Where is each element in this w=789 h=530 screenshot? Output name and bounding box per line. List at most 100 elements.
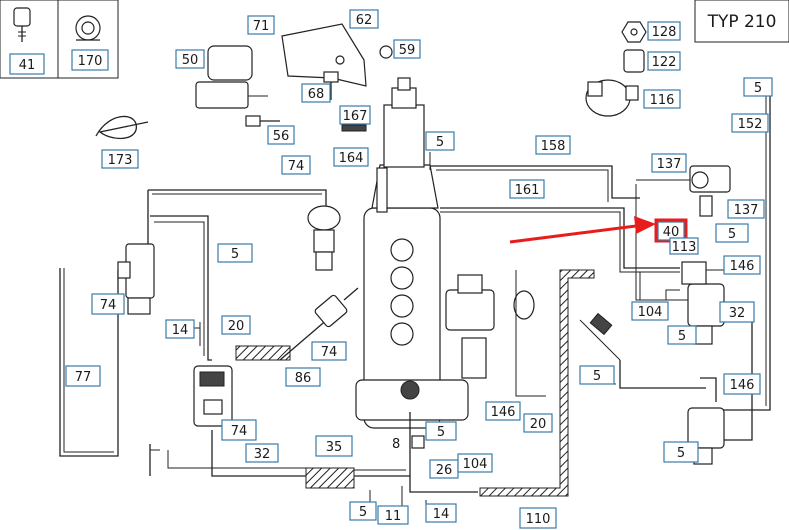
label-14-left: 14 bbox=[165, 319, 195, 339]
label-5-topright: 5 bbox=[743, 77, 773, 97]
label-146-top: 146 bbox=[723, 255, 761, 275]
svg-text:170: 170 bbox=[78, 54, 103, 69]
label-32-bottom: 32 bbox=[245, 443, 279, 463]
label-128: 128 bbox=[647, 21, 681, 41]
label-14-bottom: 14 bbox=[425, 503, 457, 523]
label-5-bottomleft: 5 bbox=[349, 501, 377, 521]
label-170: 170 bbox=[71, 49, 109, 71]
svg-text:86: 86 bbox=[295, 371, 312, 386]
label-5-lowerright: 5 bbox=[663, 441, 699, 463]
svg-text:152: 152 bbox=[738, 117, 763, 132]
svg-text:116: 116 bbox=[650, 93, 675, 108]
bolt-68 bbox=[323, 71, 339, 100]
label-77: 77 bbox=[65, 365, 101, 387]
type-label-box: TYP 210 bbox=[694, 0, 789, 43]
label-74-top: 74 bbox=[281, 155, 311, 175]
svg-text:14: 14 bbox=[433, 507, 450, 522]
svg-text:5: 5 bbox=[754, 81, 762, 96]
label-59: 59 bbox=[393, 39, 421, 59]
label-20-left: 20 bbox=[221, 315, 251, 335]
vacuum-valve-lower bbox=[193, 365, 233, 427]
nut-59 bbox=[379, 45, 393, 59]
clip-icon bbox=[13, 7, 31, 42]
label-5-valve: 5 bbox=[667, 325, 697, 345]
svg-text:5: 5 bbox=[436, 135, 444, 150]
svg-text:20: 20 bbox=[228, 319, 245, 334]
label-74-bottom: 74 bbox=[221, 419, 257, 441]
svg-text:128: 128 bbox=[652, 25, 677, 40]
svg-text:158: 158 bbox=[541, 139, 566, 154]
label-5-bottom: 5 bbox=[425, 421, 457, 441]
label-11: 11 bbox=[377, 505, 409, 525]
svg-text:74: 74 bbox=[321, 345, 338, 360]
label-158: 158 bbox=[535, 135, 571, 155]
svg-text:32: 32 bbox=[729, 306, 746, 321]
label-32-right: 32 bbox=[719, 301, 755, 323]
part-167 bbox=[341, 124, 367, 132]
svg-text:20: 20 bbox=[530, 417, 547, 432]
svg-text:5: 5 bbox=[359, 505, 367, 520]
bolt-56 bbox=[245, 115, 280, 127]
thermo-valve-top bbox=[307, 205, 341, 271]
label-164: 164 bbox=[333, 147, 369, 167]
type-label: TYP 210 bbox=[707, 12, 777, 32]
svg-text:173: 173 bbox=[108, 153, 133, 168]
label-110: 110 bbox=[519, 507, 557, 529]
label-137-top: 137 bbox=[651, 153, 687, 173]
label-71: 71 bbox=[247, 15, 275, 35]
svg-text:74: 74 bbox=[100, 298, 117, 313]
label-152: 152 bbox=[731, 113, 769, 133]
label-26: 26 bbox=[429, 459, 459, 479]
svg-text:5: 5 bbox=[437, 425, 445, 440]
svg-text:167: 167 bbox=[343, 109, 368, 124]
svg-text:50: 50 bbox=[182, 53, 199, 68]
label-5-left: 5 bbox=[217, 243, 253, 263]
label-5-mid: 5 bbox=[579, 365, 615, 385]
svg-text:137: 137 bbox=[657, 157, 682, 172]
svg-text:74: 74 bbox=[231, 424, 248, 439]
label-20-bottom: 20 bbox=[523, 413, 553, 433]
svg-text:11: 11 bbox=[385, 509, 402, 524]
svg-text:104: 104 bbox=[638, 305, 663, 320]
svg-text:146: 146 bbox=[730, 259, 755, 274]
vacuum-valve bbox=[195, 45, 268, 109]
label-146-bottom: 146 bbox=[485, 401, 521, 421]
label-167: 167 bbox=[339, 105, 371, 125]
svg-text:104: 104 bbox=[463, 457, 488, 472]
tee-8 bbox=[411, 435, 425, 449]
svg-text:56: 56 bbox=[273, 129, 290, 144]
svg-text:5: 5 bbox=[728, 227, 736, 242]
svg-text:137: 137 bbox=[734, 203, 759, 218]
label-40: 40 bbox=[657, 221, 685, 241]
svg-text:62: 62 bbox=[356, 13, 373, 28]
svg-text:41: 41 bbox=[19, 58, 36, 73]
hose-clamp-icon bbox=[75, 15, 101, 41]
label-146-right: 146 bbox=[723, 373, 761, 395]
label-5-top: 5 bbox=[425, 131, 455, 151]
svg-text:68: 68 bbox=[308, 87, 325, 102]
vacuum-unit bbox=[445, 274, 535, 379]
cable-86 bbox=[279, 287, 359, 361]
heat-pipe bbox=[235, 269, 595, 497]
label-8: 8 bbox=[392, 437, 400, 452]
svg-text:110: 110 bbox=[526, 512, 551, 527]
label-104-bottom: 104 bbox=[457, 453, 493, 473]
vacuum-valve-left bbox=[117, 243, 155, 315]
svg-text:74: 74 bbox=[288, 159, 305, 174]
label-62: 62 bbox=[349, 9, 379, 29]
labels: 41 170 71 62 50 59 68 56 167 5 128 122 1… bbox=[9, 9, 773, 529]
label-5-right: 5 bbox=[715, 223, 749, 243]
svg-text:40: 40 bbox=[663, 225, 680, 240]
label-50: 50 bbox=[175, 49, 205, 69]
bracket bbox=[281, 23, 367, 87]
svg-text:71: 71 bbox=[253, 19, 270, 34]
ground-symbol bbox=[149, 444, 160, 476]
svg-text:5: 5 bbox=[677, 446, 685, 461]
svg-text:5: 5 bbox=[593, 369, 601, 384]
hose-connector-right bbox=[589, 312, 613, 336]
label-161: 161 bbox=[509, 179, 545, 199]
label-116: 116 bbox=[643, 89, 681, 109]
svg-text:5: 5 bbox=[678, 329, 686, 344]
label-104-right: 104 bbox=[631, 301, 669, 321]
